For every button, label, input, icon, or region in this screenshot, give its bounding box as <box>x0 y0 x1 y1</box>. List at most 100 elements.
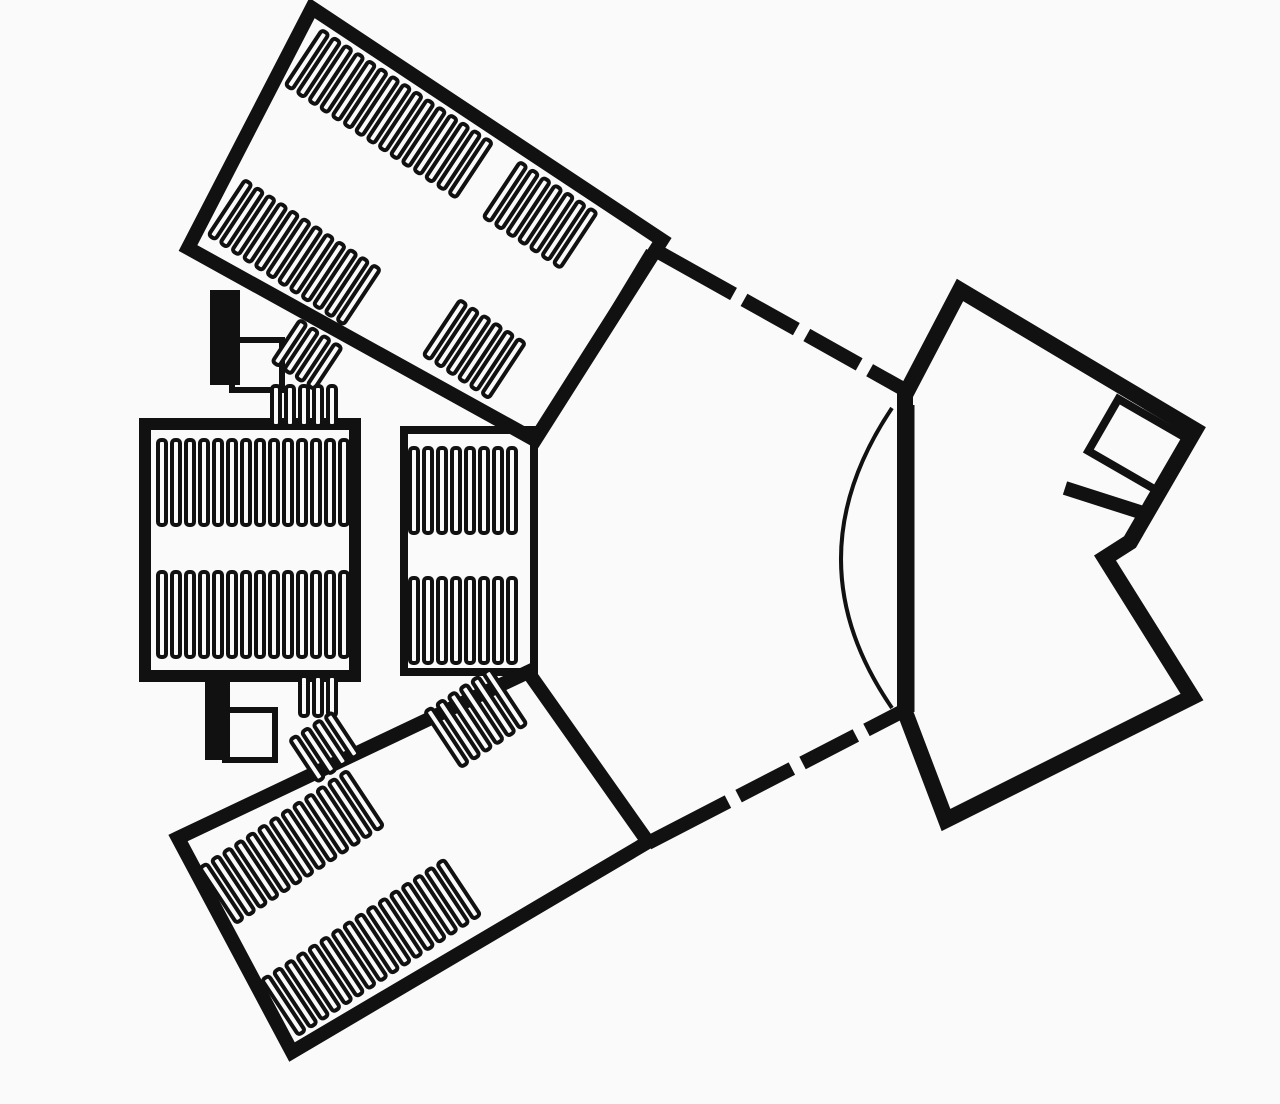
seat-row <box>298 674 338 718</box>
stair-well <box>1082 393 1194 497</box>
seat <box>436 576 448 665</box>
seat <box>319 936 365 998</box>
seat <box>366 905 412 967</box>
seat <box>401 882 447 944</box>
hall-bottom-wall <box>644 703 909 850</box>
seat <box>198 570 210 659</box>
seat <box>354 75 400 137</box>
seat <box>284 384 296 428</box>
seat <box>492 576 504 665</box>
stair-wall <box>1062 481 1143 519</box>
seat-row <box>422 299 526 399</box>
seat <box>234 839 279 901</box>
bottom-wing-inner-wall <box>530 678 642 838</box>
seat <box>408 446 420 535</box>
seat <box>506 446 518 535</box>
seat <box>506 176 551 238</box>
seat <box>448 137 493 199</box>
seat-row <box>284 29 493 199</box>
seat <box>240 438 252 527</box>
seat <box>306 342 343 391</box>
seat <box>219 186 265 249</box>
seat <box>294 334 331 383</box>
seat <box>494 168 540 231</box>
seat <box>506 576 518 665</box>
seat-row <box>408 446 518 535</box>
seat <box>389 889 435 951</box>
seat <box>331 928 376 990</box>
seat <box>338 570 350 659</box>
seat <box>343 67 388 129</box>
seat <box>284 959 330 1021</box>
seat <box>517 184 563 246</box>
seat-row <box>424 668 528 768</box>
seat <box>298 674 310 718</box>
seat <box>312 674 324 718</box>
seat <box>492 446 504 535</box>
seat <box>541 199 586 261</box>
seat <box>284 29 330 91</box>
seat <box>296 36 342 99</box>
seat <box>413 114 458 176</box>
hall-top-wall <box>651 243 909 397</box>
seat-row <box>261 858 482 1036</box>
seat <box>326 674 338 718</box>
seat <box>296 570 308 659</box>
seat <box>422 446 434 535</box>
seat <box>378 90 423 153</box>
seat <box>338 438 350 527</box>
seat <box>447 691 493 753</box>
seat <box>156 438 168 527</box>
seat <box>401 106 447 168</box>
seat <box>412 874 458 936</box>
seat <box>245 831 291 893</box>
center-right-block <box>400 426 538 676</box>
stair-bottom <box>222 707 278 763</box>
seat <box>366 83 412 145</box>
seat-row <box>482 161 598 269</box>
seat <box>377 897 423 959</box>
seat <box>464 446 476 535</box>
seat <box>257 824 303 886</box>
seat <box>289 233 335 295</box>
seat <box>170 438 182 527</box>
seat <box>324 570 336 659</box>
seat <box>301 240 346 303</box>
seat <box>280 808 326 870</box>
seat <box>408 576 420 665</box>
seat <box>478 576 490 665</box>
top-wing-inner-wall <box>536 248 650 434</box>
seat <box>422 299 468 361</box>
seat <box>254 570 266 659</box>
seat <box>450 576 462 665</box>
seat <box>459 683 504 745</box>
seat <box>222 847 268 909</box>
seat <box>226 570 238 659</box>
seat <box>389 98 435 160</box>
seat <box>268 570 280 659</box>
seat <box>469 330 515 392</box>
seat <box>199 862 244 924</box>
seat-row <box>408 576 518 665</box>
seat <box>436 858 482 920</box>
seat <box>482 668 528 730</box>
seat <box>207 179 253 241</box>
center-left-block <box>139 418 361 682</box>
seat <box>312 719 349 768</box>
stage-house-wall <box>897 278 1206 832</box>
seat <box>271 319 308 367</box>
seat <box>436 446 448 535</box>
seat <box>304 793 350 855</box>
seat-row <box>270 384 338 428</box>
seat <box>261 974 306 1036</box>
seat <box>254 438 266 527</box>
seat <box>552 207 598 269</box>
seat <box>198 438 210 527</box>
seat-row <box>156 570 350 659</box>
seat <box>289 734 326 783</box>
seat <box>324 438 336 527</box>
seat-row <box>289 711 361 783</box>
seat <box>450 446 462 535</box>
seat <box>231 194 276 256</box>
seat <box>324 256 370 318</box>
